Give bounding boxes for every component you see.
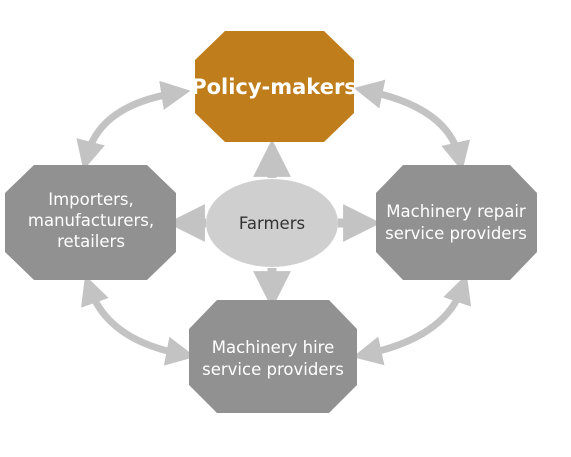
machinery-hire-shape — [189, 300, 357, 413]
arrow-importers-hire — [81, 275, 196, 366]
machinery-repair-label-line-1: Machinery repair — [386, 202, 526, 221]
outer-arrows — [76, 79, 472, 366]
center-arrows — [167, 139, 381, 309]
policy-makers-label: Policy-makers — [191, 75, 357, 99]
machinery-repair-label-line-2: service providers — [385, 224, 527, 243]
policy-makers-shape — [195, 31, 354, 142]
importers-label-line-2: manufacturers, — [28, 211, 154, 230]
arrow-importers-policy — [76, 80, 191, 171]
importers-label-line-3: retailers — [57, 232, 125, 251]
node-farmers: Farmers — [206, 179, 338, 267]
farmers-label: Farmers — [239, 214, 305, 233]
importers-label-line-1: Importers, — [48, 190, 134, 209]
machinery-repair-shape — [376, 165, 537, 280]
arrow-hire-repair — [352, 274, 472, 366]
arrow-policy-repair — [353, 79, 471, 172]
machinery-hire-label-line-1: Machinery hire — [212, 338, 334, 357]
machinery-hire-label-line-2: service providers — [202, 360, 344, 379]
importers-shape — [5, 165, 176, 280]
node-machinery-repair: Machinery repair service providers — [376, 165, 537, 280]
node-policy-makers: Policy-makers — [191, 31, 357, 142]
farmers-shape — [206, 179, 338, 267]
node-importers: Importers, manufacturers, retailers — [5, 165, 176, 280]
node-machinery-hire: Machinery hire service providers — [189, 300, 357, 413]
